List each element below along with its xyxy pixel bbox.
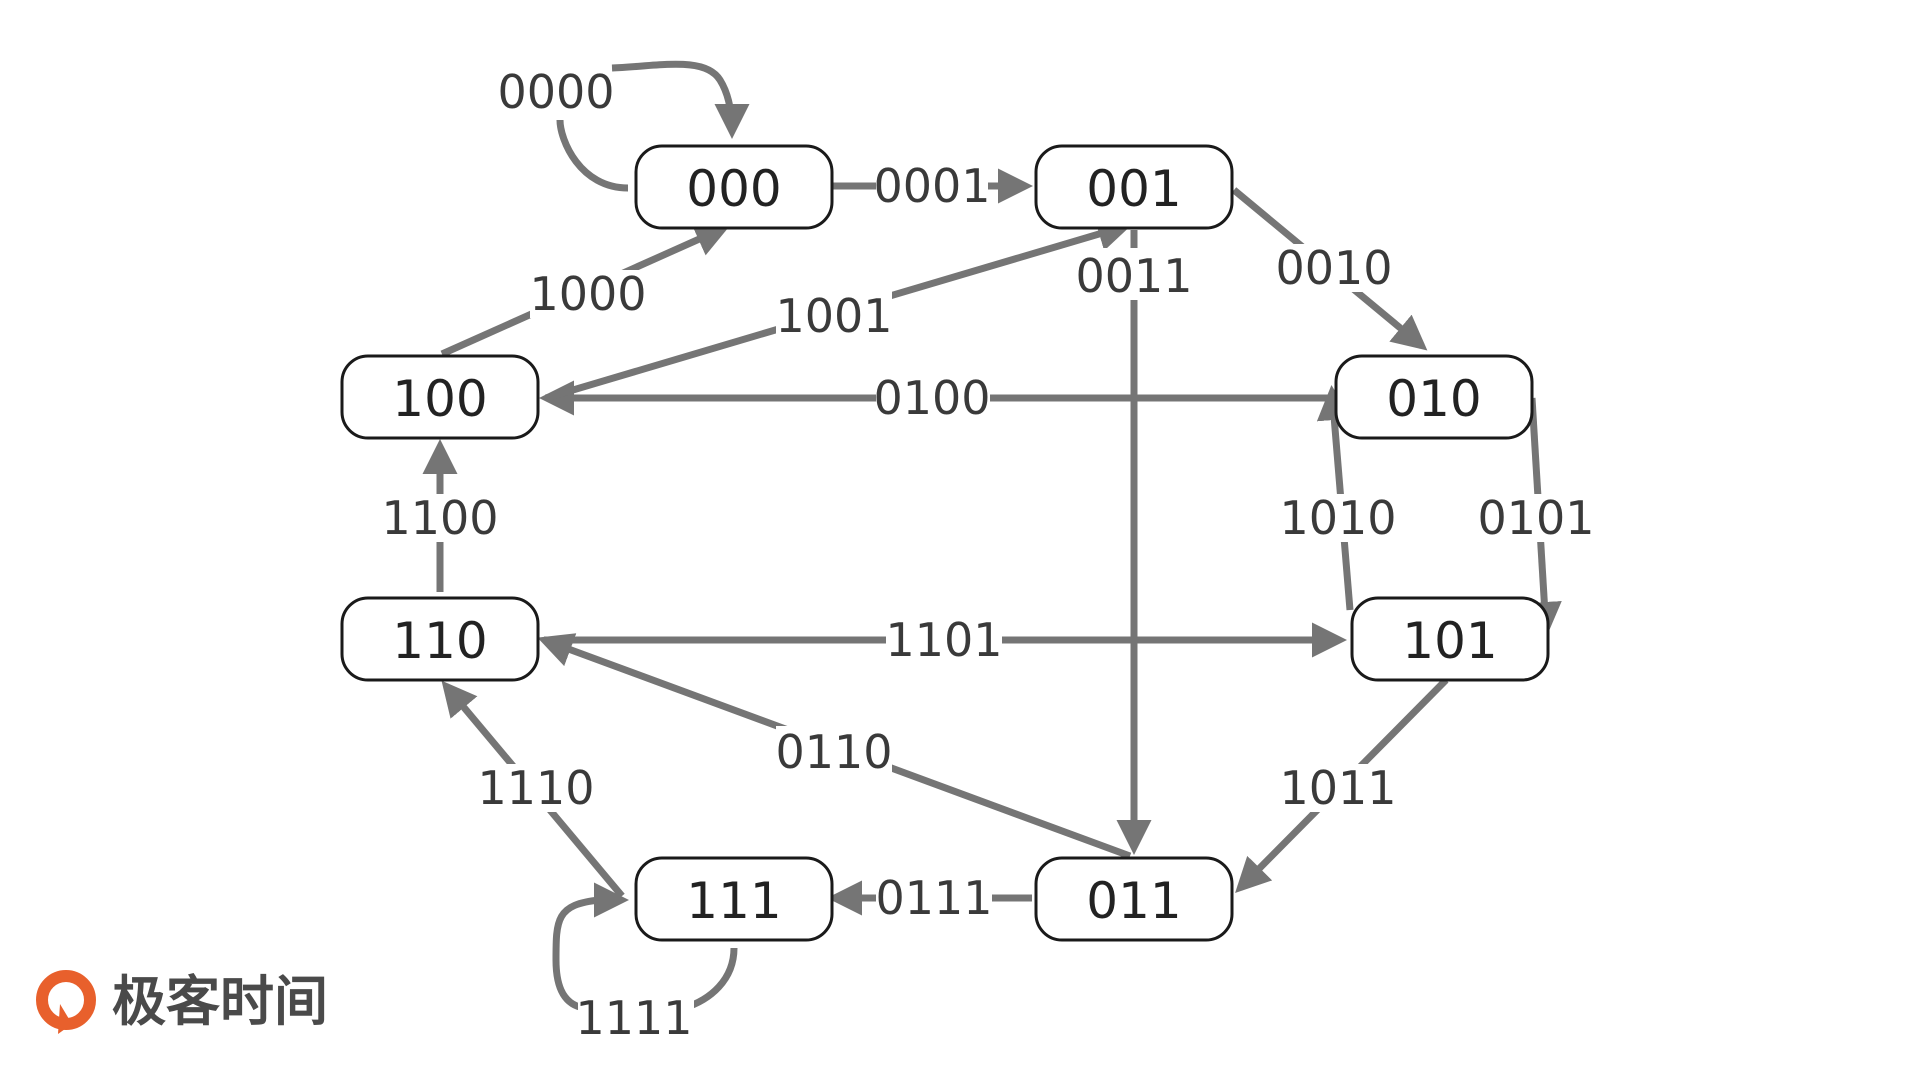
edge-label-0101: 0101 <box>1477 491 1594 545</box>
edge-label-0010: 0010 <box>1275 241 1392 295</box>
node-011: 011 <box>1034 856 1234 942</box>
edge-000-000-tail <box>611 60 750 139</box>
edge-label-1000: 1000 <box>529 267 646 321</box>
node-label: 001 <box>1086 160 1181 218</box>
node-label: 000 <box>686 160 781 218</box>
edge-label-0001: 0001 <box>873 159 990 213</box>
edge-label-1011: 1011 <box>1279 761 1396 815</box>
node-101: 101 <box>1350 596 1550 682</box>
node-010: 010 <box>1334 354 1534 440</box>
brand-logo: 极客时间 <box>36 970 328 1034</box>
edge-label-0000: 0000 <box>497 65 614 119</box>
node-label: 110 <box>392 612 487 670</box>
edge-label-1001: 1001 <box>775 289 892 343</box>
logo-icon <box>36 970 96 1034</box>
edge-label-1100: 1100 <box>381 491 498 545</box>
edge-label-0011: 0011 <box>1075 249 1192 303</box>
node-label: 101 <box>1402 612 1497 670</box>
edge-label-1110: 1110 <box>477 761 594 815</box>
edge-label-0111: 0111 <box>875 871 992 925</box>
edge-000-000 <box>556 119 629 192</box>
node-111: 111 <box>634 856 834 942</box>
edge-label-1101: 1101 <box>885 613 1002 667</box>
edge-label-1010: 1010 <box>1279 491 1396 545</box>
node-001: 001 <box>1034 144 1234 230</box>
edge-labels-layer: 0000 0001 0010 0011 0100 0101 0110 0111 … <box>381 65 1594 1045</box>
node-110: 110 <box>340 596 540 682</box>
logo-text: 极客时间 <box>112 970 328 1033</box>
node-100: 100 <box>340 354 540 440</box>
node-000: 000 <box>634 144 834 230</box>
node-label: 011 <box>1086 872 1181 930</box>
node-label: 111 <box>686 872 781 930</box>
node-label: 010 <box>1386 370 1481 428</box>
edge-label-0110: 0110 <box>775 725 892 779</box>
node-label: 100 <box>392 370 487 428</box>
edge-label-1111: 1111 <box>575 991 692 1045</box>
nodes-layer: 000 001 010 011 100 101 110 111 <box>340 144 1550 942</box>
edge-label-0100: 0100 <box>873 371 990 425</box>
